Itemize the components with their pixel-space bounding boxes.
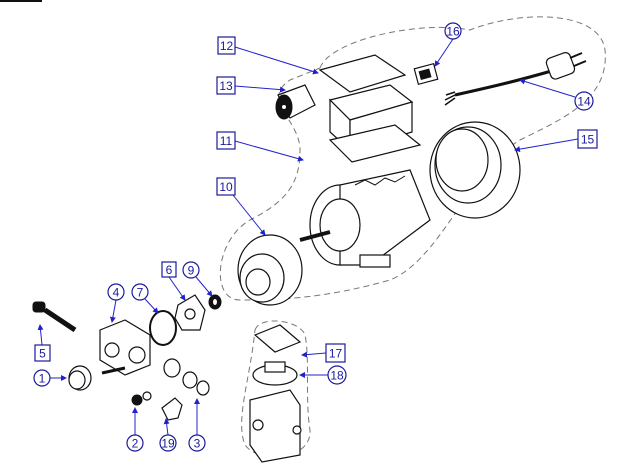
control-box-part: [249, 324, 302, 463]
svg-text:2: 2: [132, 437, 139, 451]
callout-10[interactable]: 10: [216, 177, 236, 196]
leader-10: [232, 194, 266, 236]
svg-text:6: 6: [166, 263, 173, 277]
svg-text:4: 4: [113, 286, 120, 300]
motor-part: [299, 169, 431, 268]
callout-4[interactable]: 4: [107, 283, 125, 301]
svg-text:7: 7: [137, 286, 144, 300]
svg-text:11: 11: [220, 134, 233, 148]
elbow-part: [161, 397, 183, 421]
leader-11: [234, 140, 304, 162]
callout-13[interactable]: 13: [216, 76, 236, 95]
svg-text:13: 13: [219, 79, 233, 93]
leader-4: [109, 299, 117, 323]
svg-text:16: 16: [446, 25, 460, 39]
o-ring-part: [149, 310, 177, 346]
leader-15: [514, 138, 579, 153]
svg-text:17: 17: [329, 347, 343, 361]
callout-14[interactable]: 14: [574, 91, 594, 111]
callout-15[interactable]: 15: [577, 129, 598, 149]
plug-part: [68, 365, 92, 391]
leader-9: [195, 276, 213, 297]
nut-part: [131, 391, 152, 406]
leader-16: [434, 38, 454, 67]
svg-text:19: 19: [161, 437, 175, 451]
leader-7: [144, 298, 159, 314]
callout-6[interactable]: 6: [161, 261, 177, 278]
callout-11[interactable]: 11: [216, 131, 236, 150]
svg-text:12: 12: [220, 39, 234, 53]
svg-text:10: 10: [219, 180, 233, 194]
svg-text:9: 9: [188, 264, 195, 278]
leader-6: [168, 276, 186, 301]
svg-text:14: 14: [577, 95, 591, 109]
callout-17[interactable]: 17: [325, 343, 346, 363]
leader-12: [234, 46, 319, 75]
pump-body-part: [99, 319, 151, 376]
power-cable-part: [444, 52, 587, 106]
callout-1[interactable]: 1: [33, 369, 51, 387]
terminal-box-part: [318, 54, 422, 163]
leader-14: [519, 78, 576, 98]
switch-part: [413, 62, 439, 86]
group-outline-motor: [219, 16, 606, 301]
svg-text:1: 1: [39, 372, 46, 386]
union-part: [163, 358, 210, 396]
callout-16[interactable]: 16: [444, 22, 462, 40]
flange-part: [237, 234, 303, 306]
corner-bar: [0, 0, 42, 2]
callout-2[interactable]: 2: [126, 434, 144, 452]
valve-part: [32, 301, 77, 333]
callout-3[interactable]: 3: [188, 434, 206, 452]
callout-5[interactable]: 5: [34, 344, 51, 362]
svg-text:5: 5: [39, 347, 46, 361]
leader-19: [163, 418, 170, 436]
svg-text:18: 18: [330, 369, 344, 383]
callout-7[interactable]: 7: [131, 283, 149, 301]
callout-9[interactable]: 9: [182, 261, 200, 279]
svg-text:15: 15: [581, 133, 595, 147]
callout-12[interactable]: 12: [217, 36, 236, 55]
fan-cover-part: [429, 121, 521, 219]
leader-5: [37, 324, 44, 346]
leader-17: [301, 351, 327, 358]
impeller-part: [174, 294, 206, 331]
leader-13: [234, 85, 286, 93]
callout-18[interactable]: 18: [327, 365, 347, 385]
seal-part: [208, 294, 222, 310]
svg-text:3: 3: [194, 437, 201, 451]
callout-19[interactable]: 19: [159, 434, 177, 452]
capacitor-part: [275, 84, 316, 120]
